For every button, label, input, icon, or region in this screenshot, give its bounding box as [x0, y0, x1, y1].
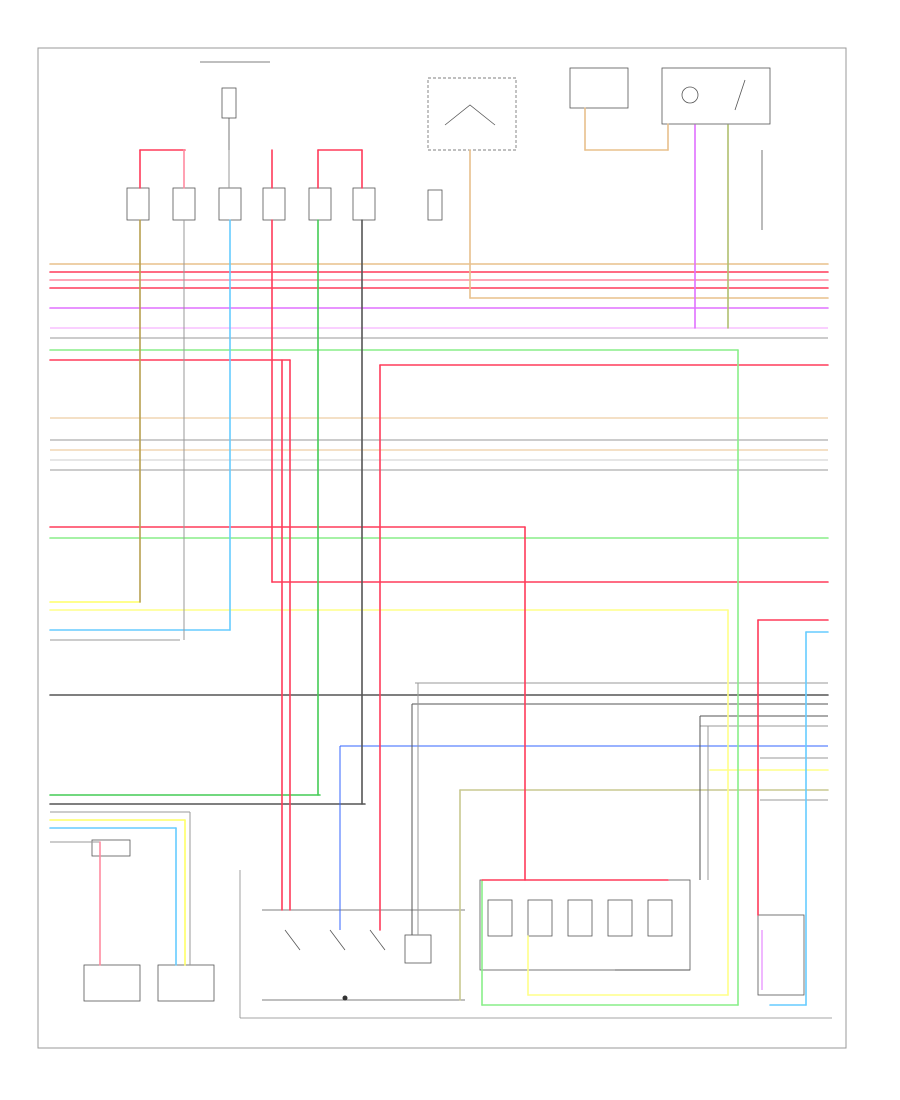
diagram-frame — [37, 47, 847, 1049]
fuse-row — [126, 187, 376, 221]
left-bottom-sensors — [83, 839, 215, 1002]
top-center-switch — [427, 77, 517, 221]
wire-bus — [49, 263, 829, 843]
fuse-block — [200, 61, 270, 150]
top-right-modules — [569, 67, 771, 230]
wire-drops — [99, 107, 829, 1006]
bottom-center-module — [262, 909, 465, 1001]
